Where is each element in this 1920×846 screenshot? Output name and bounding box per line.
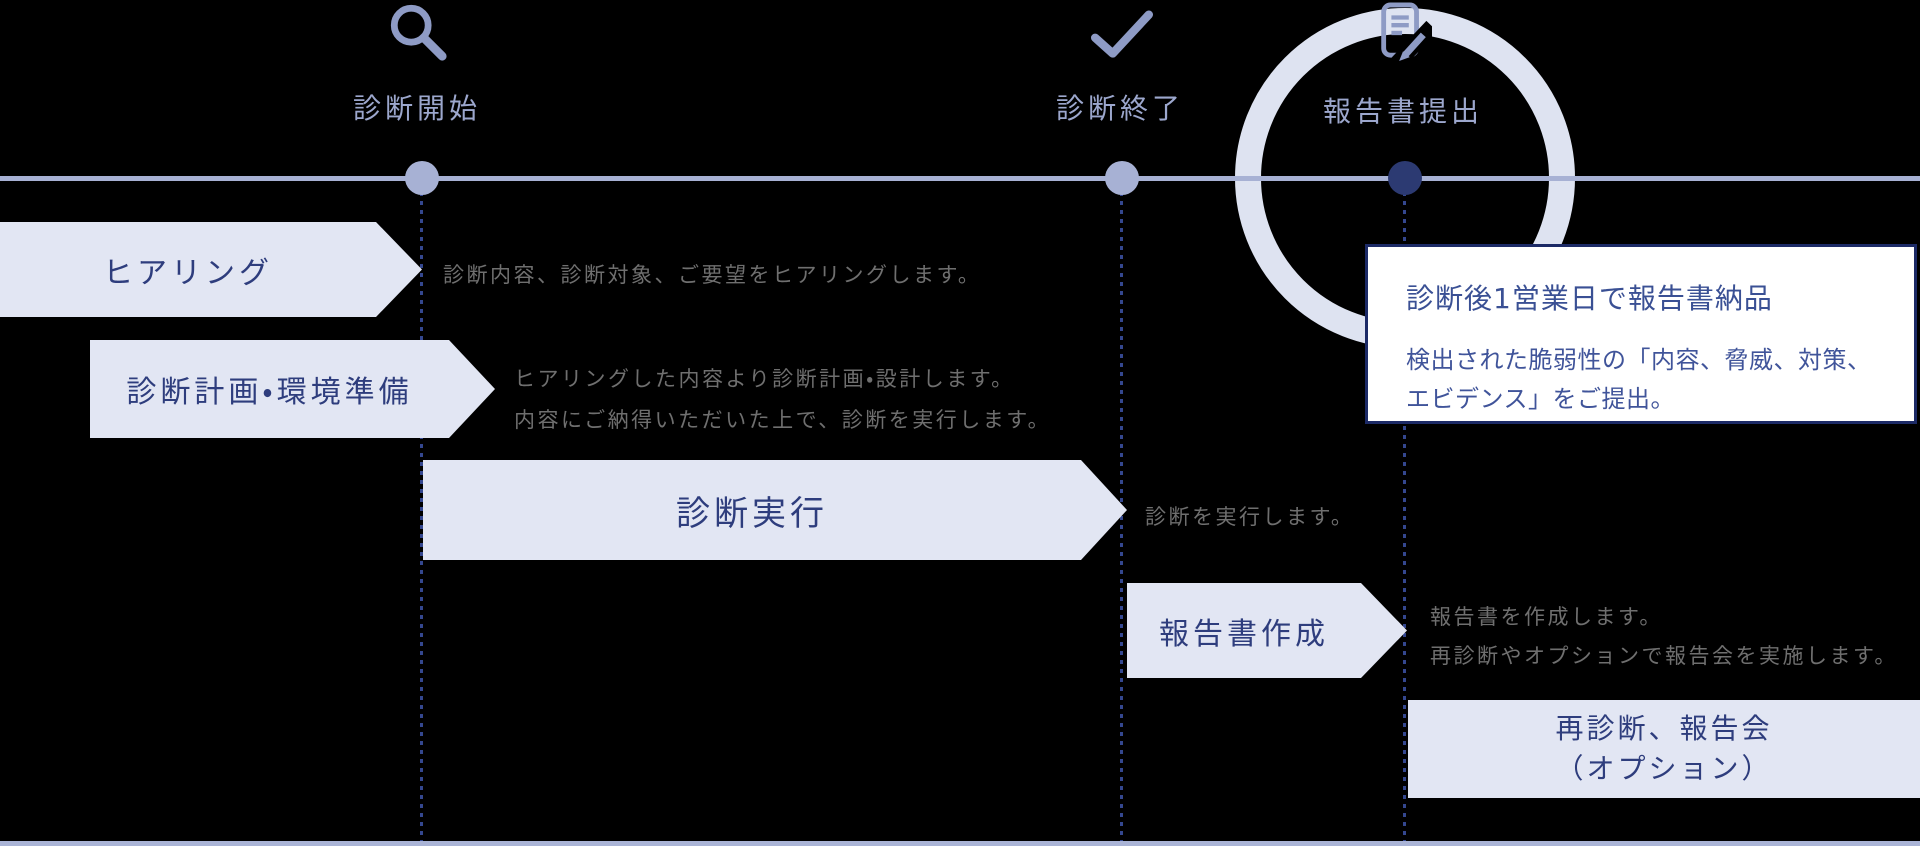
report-pencil-icon — [1381, 2, 1432, 64]
magnifier-icon — [390, 4, 447, 61]
step-desc-report-writing: 報告書を作成します。 再診断やオプションで報告会を実施します。 — [1430, 598, 1898, 676]
dropline-report — [1403, 192, 1406, 841]
callout-body: 検出された脆弱性の「内容、脅威、対策、 エビデンス」をご提出。 — [1406, 341, 1886, 419]
step-label: 診断計画・環境準備 — [126, 375, 413, 410]
milestone-dot-end — [1105, 161, 1139, 195]
milestone-label-report: 報告書提出 — [1322, 95, 1483, 128]
desc-line: 診断内容、診断対象、ご要望をヒアリングします。 — [443, 263, 982, 287]
desc-line: 再診断やオプションで報告会を実施します。 — [1430, 644, 1898, 668]
step-label-line: 再診断、報告会 — [1555, 712, 1773, 745]
step-box-option: 再診断、報告会 （オプション） — [1408, 700, 1920, 798]
step-desc-execution: 診断を実行します。 — [1145, 501, 1354, 531]
report-delivery-callout: 診断後1営業日で報告書納品 検出された脆弱性の「内容、脅威、対策、 エビデンス」… — [1365, 244, 1917, 424]
step-label: 診断実行 — [676, 493, 828, 534]
step-arrow-execution: 診断実行 — [423, 460, 1127, 560]
step-label: ヒアリング — [103, 255, 273, 291]
desc-line: 報告書を作成します。 — [1430, 605, 1663, 629]
desc-line: 内容にご納得いただいた上で、診断を実行します。 — [514, 408, 1052, 432]
check-icon — [1090, 10, 1154, 58]
bottom-strip — [0, 841, 1920, 846]
step-arrow-hearing: ヒアリング — [0, 222, 422, 317]
step-arrow-report-writing: 報告書作成 — [1127, 583, 1407, 678]
dropline-start — [420, 192, 423, 841]
timeline-line — [0, 176, 1920, 181]
step-arrow-planning: 診断計画・環境準備 — [90, 340, 495, 438]
milestone-dot-report — [1388, 161, 1422, 195]
callout-body-line: エビデンス」をご提出。 — [1406, 385, 1676, 413]
callout-title: 診断後1営業日で報告書納品 — [1406, 282, 1773, 315]
desc-line: ヒアリングした内容より診断計画・設計します。 — [514, 367, 1015, 391]
callout-body-line: 検出された脆弱性の「内容、脅威、対策、 — [1406, 346, 1872, 374]
step-label: 報告書作成 — [1159, 616, 1329, 652]
milestone-label-start: 診断開始 — [352, 92, 481, 125]
milestone-label-end: 診断終了 — [1055, 92, 1184, 125]
desc-line: 診断を実行します。 — [1145, 505, 1355, 529]
step-desc-planning: ヒアリングした内容より診断計画・設計します。 内容にご納得いただいた上で、診断を… — [514, 359, 1051, 441]
milestone-dot-start — [405, 161, 439, 195]
step-desc-hearing: 診断内容、診断対象、ご要望をヒアリングします。 — [443, 259, 981, 289]
dropline-end — [1120, 192, 1123, 841]
step-label-line: （オプション） — [1555, 752, 1773, 785]
